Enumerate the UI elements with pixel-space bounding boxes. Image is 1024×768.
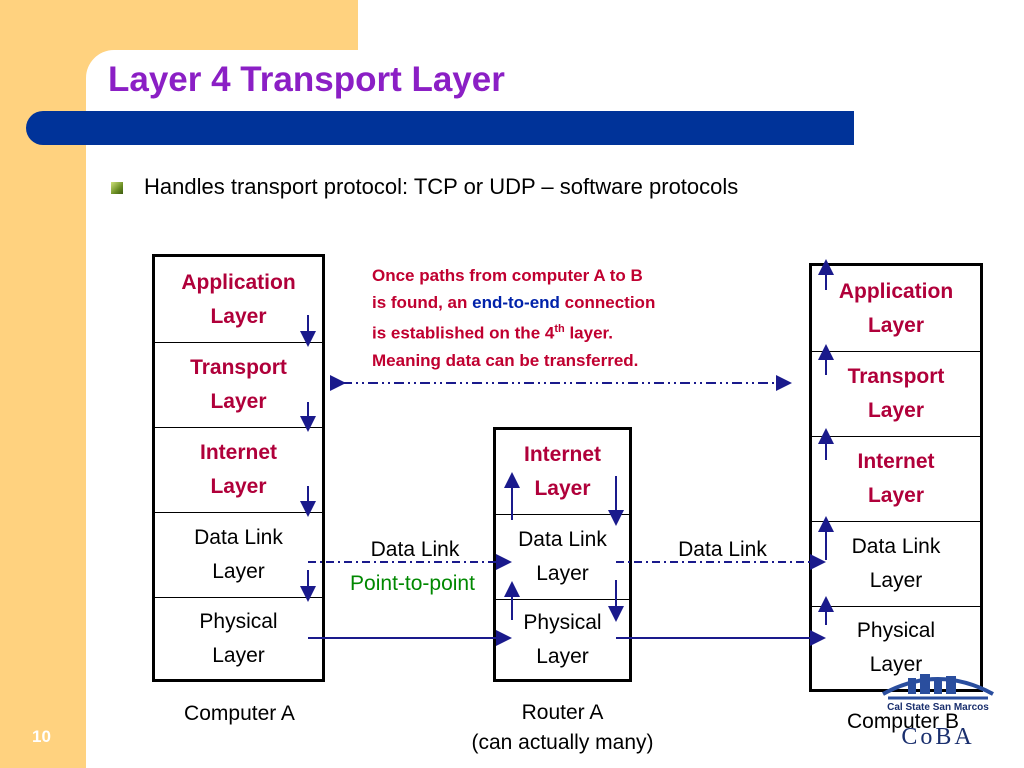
logo-university-name: Cal State San Marcos	[887, 702, 989, 713]
link-right-label: Data Link	[678, 538, 767, 561]
link-left-label: Data Link	[370, 538, 460, 561]
connection-note: Once paths from computer A to B is found…	[372, 266, 656, 370]
page-number: 10	[32, 727, 51, 746]
router-a-label: Router A(can actually many)	[471, 701, 654, 754]
bullet-icon	[111, 182, 123, 194]
title-underline-bar	[26, 111, 854, 145]
csusm-coba-logo: Cal State San Marcos CoBA	[878, 664, 998, 754]
link-left-sublabel: Point-to-point	[350, 572, 475, 595]
campus-skyline-icon	[882, 674, 994, 700]
slide-title: Layer 4 Transport Layer	[108, 60, 505, 99]
logo-coba: CoBA	[901, 724, 975, 750]
computer-b-label: Computer B	[846, 710, 960, 733]
bullet-text: Handles transport protocol: TCP or UDP –…	[144, 174, 739, 199]
computer-a-label: Computer A	[184, 702, 295, 725]
